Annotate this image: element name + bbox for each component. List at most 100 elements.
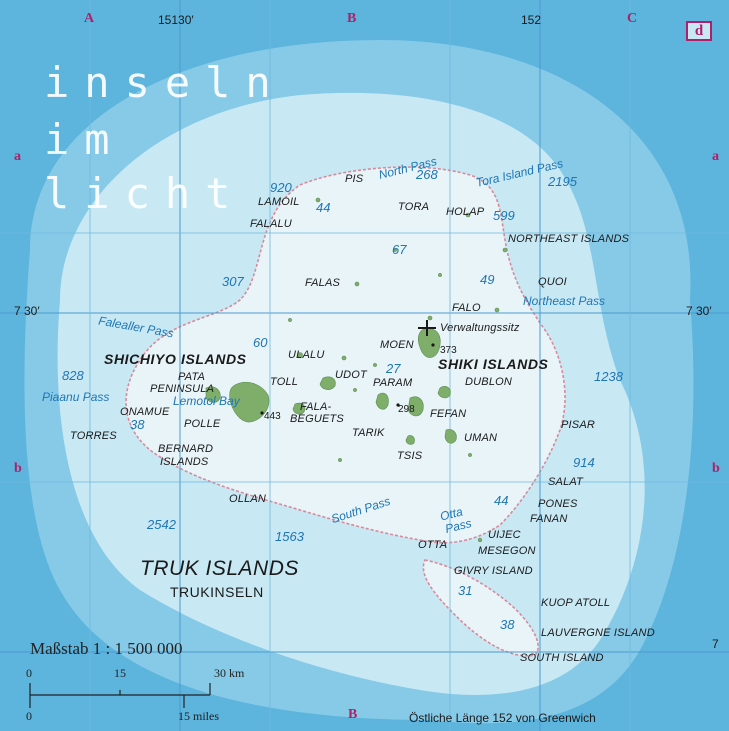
place-torres: TORRES bbox=[70, 430, 117, 442]
place-lauvergne-island: LAUVERGNE ISLAND bbox=[541, 627, 655, 639]
depth-307: 307 bbox=[222, 274, 244, 289]
depth-49: 49 bbox=[480, 272, 495, 287]
depth-920: 920 bbox=[270, 180, 292, 195]
place-verwaltungssitz: Verwaltungssitz bbox=[440, 322, 520, 334]
place-tarik: TARIK bbox=[352, 427, 385, 439]
fefan-island bbox=[407, 396, 424, 417]
banner-line-1: inseln bbox=[44, 58, 286, 107]
latitude-730-right: 7 30′ bbox=[686, 304, 712, 318]
place-polle: POLLE bbox=[184, 418, 221, 430]
longitude-152: 152 bbox=[521, 13, 542, 27]
place-beguets: BEGUETS bbox=[290, 413, 344, 425]
depth-38-south: 38 bbox=[500, 617, 515, 632]
banner-line-3: licht bbox=[44, 169, 246, 218]
scale-km-30: 30 km bbox=[214, 666, 245, 680]
grid-col-b: B bbox=[347, 11, 357, 26]
place-givry-island: GIVRY ISLAND bbox=[454, 565, 533, 577]
map-reference-box: d bbox=[686, 21, 712, 41]
longitude-15130: 15130′ bbox=[158, 13, 194, 27]
place-bernard-islands: ISLANDS bbox=[160, 456, 209, 468]
place-fanan: FANAN bbox=[530, 513, 568, 525]
depth-38-west: 38 bbox=[130, 417, 145, 432]
place-pata: PATA bbox=[178, 371, 206, 383]
map-title: TRUK ISLANDS bbox=[140, 557, 299, 580]
depth-828: 828 bbox=[62, 368, 84, 383]
dublon-island bbox=[437, 386, 451, 399]
moen-island bbox=[417, 328, 441, 358]
place-mesegon: MESEGON bbox=[478, 545, 536, 557]
place-ollan: OLLAN bbox=[229, 493, 267, 505]
depth-599: 599 bbox=[493, 208, 515, 223]
scale-mi-15: 15 miles bbox=[178, 709, 219, 723]
grid-col-c: C bbox=[627, 11, 638, 26]
tsis-island bbox=[405, 435, 415, 445]
place-kuop-atoll: KUOP ATOLL bbox=[541, 597, 611, 609]
place-param: PARAM bbox=[373, 377, 413, 389]
place-udot: UDOT bbox=[335, 369, 367, 381]
scale-title: Maßstab 1 : 1 500 000 bbox=[30, 639, 183, 658]
place-ulalu: ULALU bbox=[288, 349, 325, 361]
grid-row-b-right: b bbox=[712, 461, 720, 476]
scale-mi-0: 0 bbox=[26, 709, 32, 723]
depth-1238: 1238 bbox=[594, 369, 623, 384]
place-pisar: PISAR bbox=[561, 419, 596, 431]
place-peninsula: PENINSULA bbox=[150, 383, 215, 395]
place-moen: MOEN bbox=[380, 339, 414, 351]
group-shichiyo-islands: SHICHIYO ISLANDS bbox=[104, 351, 247, 367]
lagoon bbox=[125, 166, 566, 544]
place-falas: FALAS bbox=[305, 277, 341, 289]
place-quoi: QUOI bbox=[538, 276, 567, 288]
pass-piaanu: Piaanu Pass bbox=[42, 390, 110, 404]
place-falo: FALO bbox=[452, 302, 481, 314]
islands bbox=[205, 197, 508, 543]
depth-2195: 2195 bbox=[548, 174, 577, 189]
depth-914: 914 bbox=[573, 455, 595, 470]
place-fefan: FEFAN bbox=[430, 408, 467, 420]
elevation-fefan: 298 bbox=[398, 404, 415, 415]
grid-col-a: A bbox=[84, 11, 95, 26]
tol-island bbox=[229, 381, 270, 423]
place-pis: PIS bbox=[345, 173, 364, 185]
depth-60: 60 bbox=[253, 335, 268, 350]
longitude-credit: Östliche Länge 152 von Greenwich bbox=[409, 711, 596, 725]
summit-markers bbox=[260, 343, 435, 415]
uman-island bbox=[444, 429, 457, 444]
elevation-tol: 443 bbox=[264, 411, 281, 422]
grid-row-b-left: b bbox=[14, 461, 22, 476]
fala-beguets-island bbox=[292, 402, 306, 415]
place-tora: TORA bbox=[398, 201, 430, 213]
grid-col-b-bottom: B bbox=[348, 707, 358, 722]
airport-icon bbox=[418, 320, 436, 336]
banner-line-2: im bbox=[44, 115, 125, 164]
place-south-island: SOUTH ISLAND bbox=[520, 652, 604, 664]
latitude-7-right: 7 bbox=[712, 637, 719, 651]
depth-67: 67 bbox=[392, 242, 407, 257]
scale-km-0: 0 bbox=[26, 666, 32, 680]
place-uijec: UIJEC bbox=[488, 529, 521, 541]
place-uman: UMAN bbox=[464, 432, 498, 444]
place-bernard: BERNARD bbox=[158, 443, 214, 455]
map-subtitle: TRUKINSELN bbox=[170, 584, 264, 600]
group-shiki-islands: SHIKI ISLANDS bbox=[438, 356, 549, 372]
place-dublon: DUBLON bbox=[465, 376, 513, 388]
depth-44-south: 44 bbox=[494, 493, 509, 508]
elevation-moen: 373 bbox=[440, 345, 457, 356]
scale-km-15: 15 bbox=[114, 666, 126, 680]
place-northeast-islands: NORTHEAST ISLANDS bbox=[508, 233, 630, 245]
grid-row-a-left: a bbox=[14, 149, 21, 164]
depth-31: 31 bbox=[458, 583, 473, 598]
place-salat: SALAT bbox=[548, 476, 584, 488]
place-toll: TOLL bbox=[270, 376, 299, 388]
place-pones: PONES bbox=[538, 498, 578, 510]
depth-44-north: 44 bbox=[316, 200, 331, 215]
grid-row-a-right: a bbox=[712, 149, 719, 164]
place-otta: OTTA bbox=[418, 539, 448, 551]
latitude-730-left: 7 30′ bbox=[14, 304, 40, 318]
place-tsis: TSIS bbox=[397, 450, 423, 462]
place-fala: FALA- bbox=[300, 401, 332, 413]
pass-lemotol-bay: Lemotol Bay bbox=[173, 394, 240, 408]
